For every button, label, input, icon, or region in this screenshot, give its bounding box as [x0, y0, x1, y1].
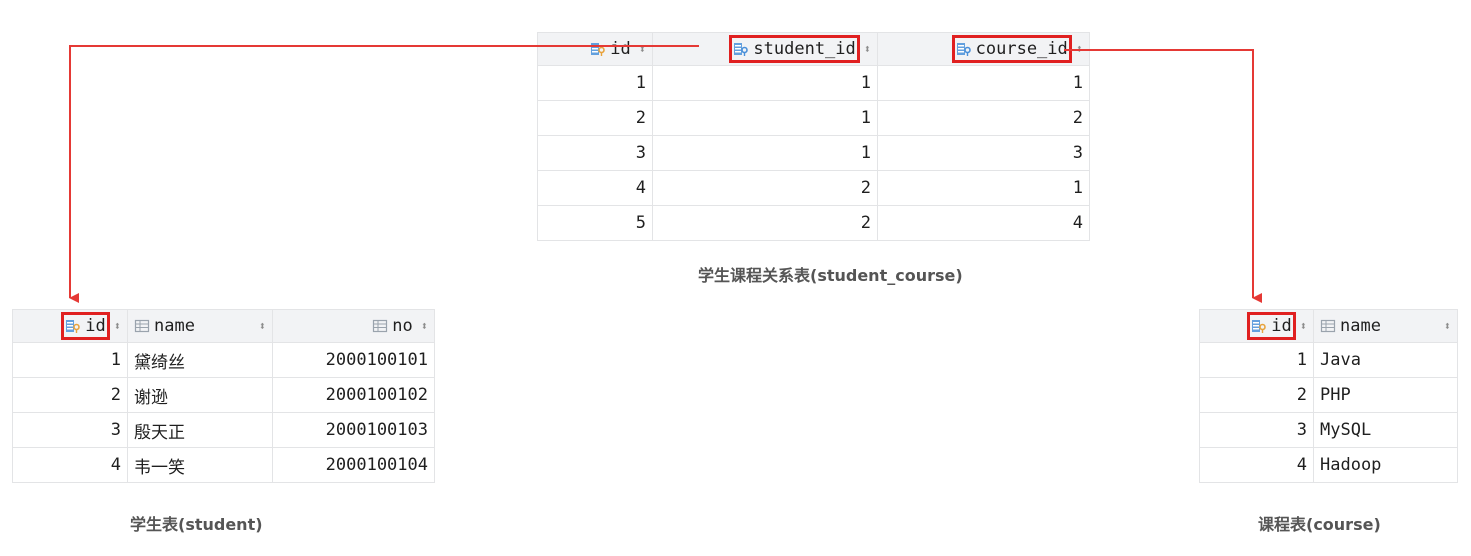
- cell-student-id[interactable]: 1: [652, 65, 878, 101]
- cell-name[interactable]: 黛绮丝: [127, 342, 273, 378]
- cell-no[interactable]: 2000100103: [272, 412, 435, 448]
- cell-course-id[interactable]: 3: [877, 135, 1090, 171]
- cell-id[interactable]: 1: [12, 342, 128, 378]
- foreign-key-column-icon: [956, 43, 971, 56]
- sort-toggle-icon[interactable]: ⬍: [420, 319, 428, 333]
- cell-name[interactable]: Java: [1313, 342, 1458, 378]
- cell-name[interactable]: 殷天正: [127, 412, 273, 448]
- course-id-to-course-arrow: [1064, 49, 1262, 303]
- column-header-id[interactable]: id ⬍: [12, 309, 128, 343]
- sort-toggle-icon[interactable]: ⬍: [113, 319, 121, 333]
- column-header-label: student_id: [753, 39, 856, 59]
- cell-no[interactable]: 2000100104: [272, 447, 435, 483]
- cell-name[interactable]: PHP: [1313, 377, 1458, 413]
- cell-course-id[interactable]: 1: [877, 170, 1090, 206]
- cell-name[interactable]: Hadoop: [1313, 447, 1458, 483]
- primary-key-column-icon: [1252, 320, 1267, 333]
- cell-id[interactable]: 4: [12, 447, 128, 483]
- column-header-course-id[interactable]: course_id ⬍: [877, 32, 1090, 66]
- student-table: id ⬍ name ⬍: [12, 309, 435, 483]
- column-header-label: id: [1271, 316, 1292, 336]
- cell-name[interactable]: 谢逊: [127, 377, 273, 413]
- foreign-key-highlight: course_id: [951, 35, 1072, 63]
- sort-toggle-icon[interactable]: ⬍: [863, 42, 871, 56]
- student-course-table: id ⬍ student_id ⬍: [537, 32, 1090, 241]
- column-header-label: id: [610, 39, 631, 59]
- cell-student-id[interactable]: 1: [652, 100, 878, 136]
- table-header-row: id ⬍ student_id ⬍: [537, 32, 1090, 66]
- column-header-label: name: [1340, 316, 1381, 336]
- column-header-name[interactable]: name ⬍: [127, 309, 273, 343]
- cell-course-id[interactable]: 1: [877, 65, 1090, 101]
- column-header-label: id: [85, 316, 106, 336]
- sort-toggle-icon[interactable]: ⬍: [1299, 319, 1307, 333]
- cell-id[interactable]: 3: [1199, 412, 1314, 448]
- column-icon: [134, 319, 150, 333]
- column-icon: [373, 319, 388, 333]
- cell-id[interactable]: 3: [537, 135, 653, 171]
- column-header-label: name: [154, 316, 195, 336]
- column-header-name[interactable]: name ⬍: [1313, 309, 1458, 343]
- cell-id[interactable]: 4: [1199, 447, 1314, 483]
- column-header-student-id[interactable]: student_id ⬍: [652, 32, 878, 66]
- foreign-key-highlight: student_id: [729, 35, 860, 63]
- cell-course-id[interactable]: 4: [877, 205, 1090, 241]
- cell-id[interactable]: 4: [537, 170, 653, 206]
- sort-toggle-icon[interactable]: ⬍: [258, 319, 266, 333]
- student-course-table-caption: 学生课程关系表(student_course): [698, 266, 963, 285]
- cell-student-id[interactable]: 2: [652, 205, 878, 241]
- student-table-caption: 学生表(student): [130, 515, 263, 534]
- column-header-label: no: [392, 316, 413, 336]
- cell-no[interactable]: 2000100101: [272, 342, 435, 378]
- cell-student-id[interactable]: 2: [652, 170, 878, 206]
- cell-id[interactable]: 2: [537, 100, 653, 136]
- primary-key-highlight: id: [1247, 312, 1296, 340]
- sort-toggle-icon[interactable]: ⬍: [1443, 319, 1451, 333]
- primary-key-highlight: id: [61, 312, 110, 340]
- student-id-to-student-arrow: [69, 45, 699, 303]
- foreign-key-column-icon: [734, 43, 749, 56]
- column-icon: [1320, 319, 1336, 333]
- cell-no[interactable]: 2000100102: [272, 377, 435, 413]
- course-table-caption: 课程表(course): [1258, 515, 1381, 534]
- sort-toggle-icon[interactable]: ⬍: [638, 42, 646, 56]
- primary-key-column-icon: [66, 320, 81, 333]
- column-header-id[interactable]: id ⬍: [537, 32, 653, 66]
- cell-id[interactable]: 2: [12, 377, 128, 413]
- cell-id[interactable]: 5: [537, 205, 653, 241]
- column-header-label: course_id: [975, 39, 1068, 59]
- cell-name[interactable]: 韦一笑: [127, 447, 273, 483]
- cell-name[interactable]: MySQL: [1313, 412, 1458, 448]
